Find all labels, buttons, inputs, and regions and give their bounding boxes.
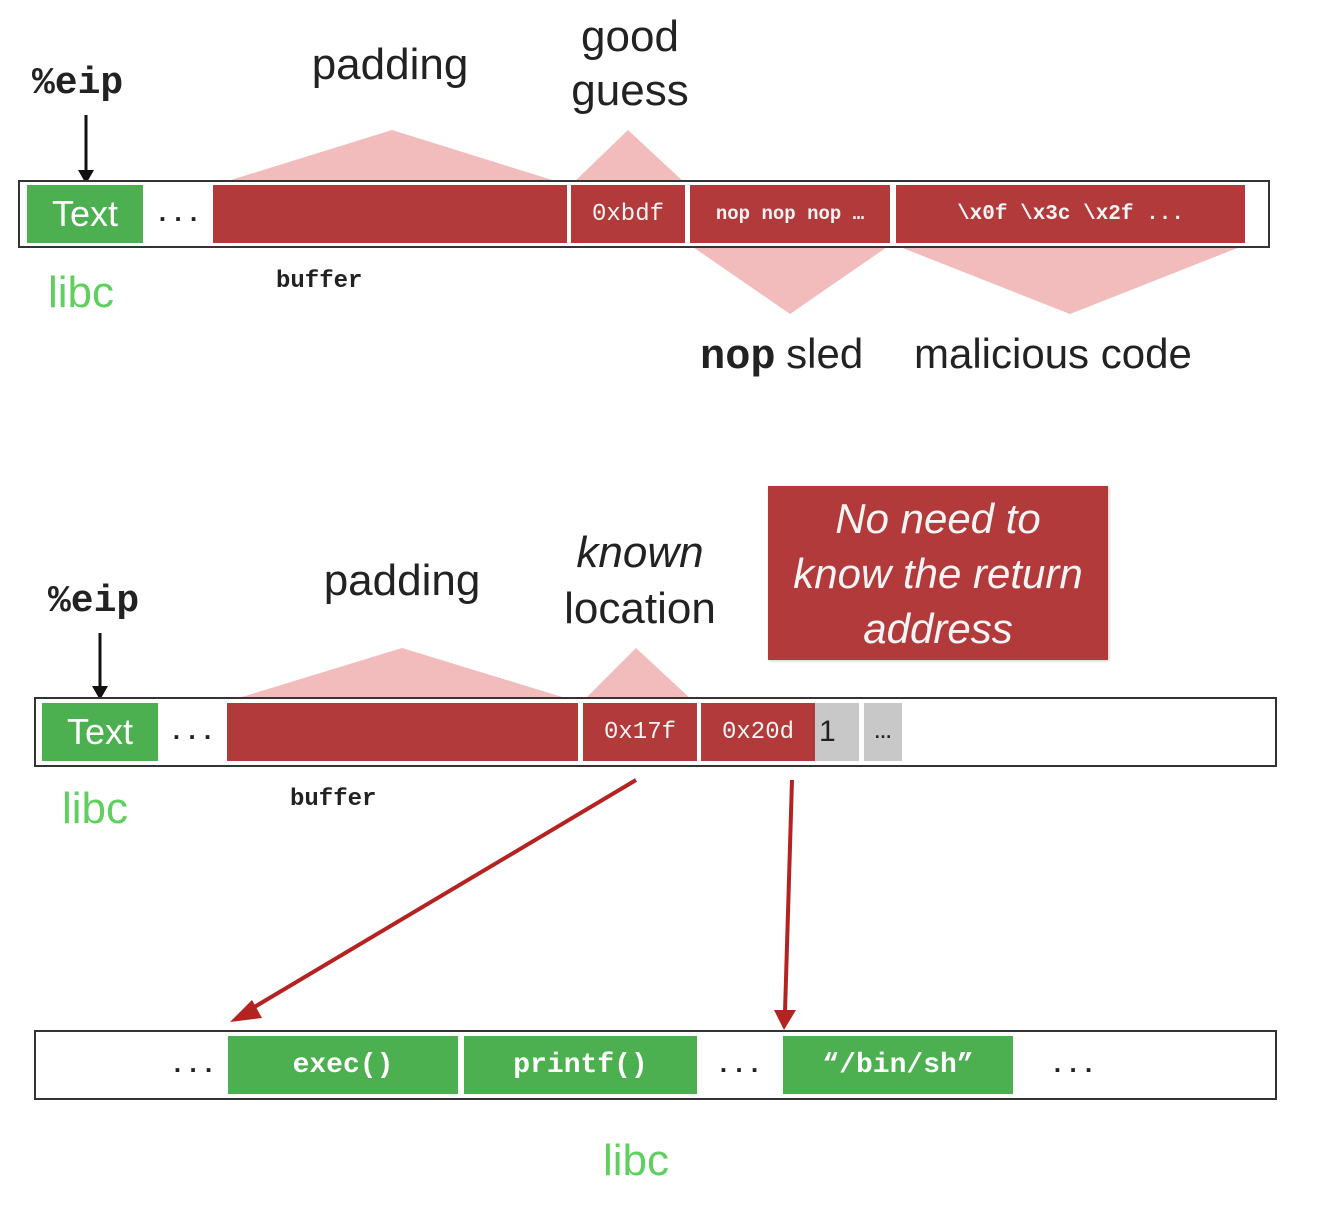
libc-dots-3: ...: [1049, 1050, 1097, 1080]
nop-word: nop: [700, 333, 776, 381]
eip-arrow-bottom: [92, 633, 108, 700]
exec-address-cell: 0x17f: [583, 703, 697, 761]
libc-label-bottom: libc: [62, 784, 129, 833]
nop-sled-cell: nop nop nop …: [690, 185, 890, 243]
libc-label-library: libc: [603, 1136, 670, 1185]
nop-sled-wedge: [690, 245, 890, 314]
sled-word: sled: [786, 330, 864, 377]
callout-line-2: know the return: [793, 550, 1083, 597]
location-label: location: [564, 584, 716, 633]
arg-cell: 1: [815, 703, 859, 761]
binsh-address-cell: 0x20d: [701, 703, 815, 761]
text-cell-top: Text: [27, 185, 143, 243]
buffer-label-top: buffer: [276, 268, 363, 295]
libc-label-top: libc: [48, 268, 115, 317]
callout-line-1: No need to: [835, 495, 1041, 542]
good-label: good: [581, 12, 679, 61]
callout-line-3: address: [863, 605, 1013, 652]
buffer-label-bottom: buffer: [290, 786, 377, 813]
eip-label-bottom: %eip: [48, 580, 140, 623]
buffer-padding-bottom: [227, 703, 578, 761]
libc-dots-2: ...: [715, 1050, 763, 1080]
padding-wedge-bottom: [232, 648, 572, 700]
guess-label: guess: [571, 66, 689, 115]
malicious-code-wedge: [895, 245, 1245, 314]
eip-label-top: %eip: [32, 62, 124, 105]
known-location-wedge: [584, 648, 692, 700]
padding-label-top: padding: [311, 40, 469, 89]
more-args-cell: …: [864, 703, 902, 761]
printf-cell: printf(): [464, 1036, 697, 1094]
exec-cell: exec(): [228, 1036, 458, 1094]
guess-address-cell: 0xbdf: [571, 185, 685, 243]
dots-top: ...: [154, 199, 202, 229]
arrow-to-exec: [230, 778, 638, 1022]
malicious-code-cell: \x0f \x3c \x2f ...: [896, 185, 1245, 243]
padding-label-bottom: padding: [323, 556, 481, 605]
text-cell-bottom: Text: [42, 703, 158, 761]
malicious-code-label: malicious code: [914, 330, 1192, 377]
dots-bottom: ...: [168, 717, 216, 747]
libc-dots-1: ...: [169, 1050, 217, 1080]
nop-sled-label: nop sled: [700, 330, 863, 381]
buffer-padding-top: [213, 185, 567, 243]
arrow-to-binsh: [774, 779, 796, 1030]
eip-arrow-top: [78, 115, 94, 184]
callout-box: No need to know the return address: [768, 486, 1108, 660]
binsh-cell: “/bin/sh”: [783, 1036, 1013, 1094]
padding-wedge-top: [218, 130, 565, 184]
known-label: known: [576, 528, 704, 577]
guess-wedge-top: [572, 130, 686, 184]
